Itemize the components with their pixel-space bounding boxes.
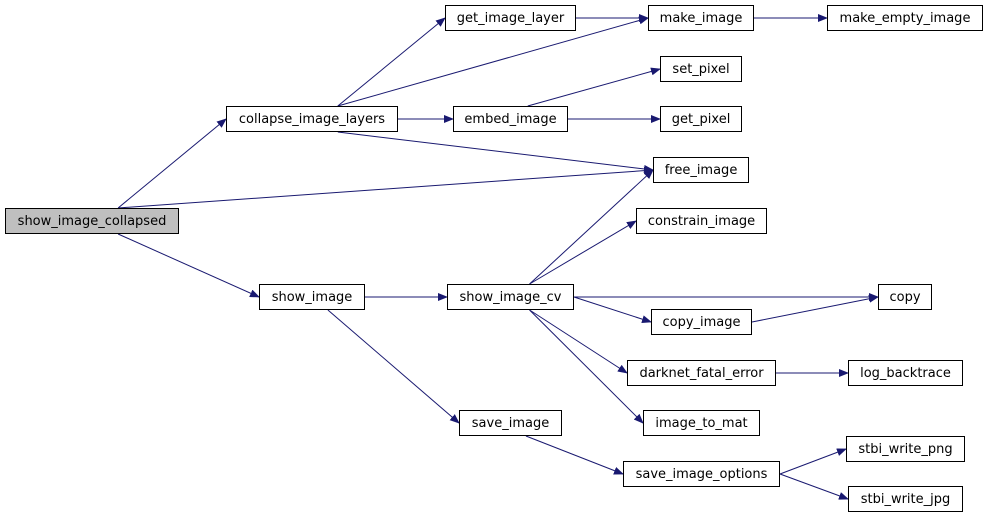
node-embed-image[interactable]: embed_image xyxy=(453,106,568,132)
edge-show-image-cv-to-image-to-mat xyxy=(529,309,644,424)
node-log-backtrace[interactable]: log_backtrace xyxy=(848,360,963,386)
edge-save-image-to-save-image-options xyxy=(525,435,624,475)
edge-show-image-cv-to-constrain-image xyxy=(529,220,637,285)
edge-save-image-options-to-stbi-write-jpg xyxy=(779,473,849,500)
node-stbi-write-png[interactable]: stbi_write_png xyxy=(846,436,965,462)
node-make-empty-image[interactable]: make_empty_image xyxy=(827,5,983,31)
node-get-image-layer[interactable]: get_image_layer xyxy=(445,5,576,31)
node-get-pixel[interactable]: get_pixel xyxy=(660,106,742,132)
edge-collapse-image-layers-to-make-image xyxy=(337,16,649,107)
node-save-image-options[interactable]: save_image_options xyxy=(623,461,780,487)
node-constrain-image[interactable]: constrain_image xyxy=(636,208,767,234)
node-copy-image[interactable]: copy_image xyxy=(651,309,752,335)
edge-show-image-to-save-image xyxy=(327,309,460,424)
edge-show-image-cv-to-copy-image xyxy=(573,296,652,324)
edge-save-image-options-to-stbi-write-png xyxy=(779,448,847,475)
node-show-image-collapsed: show_image_collapsed xyxy=(5,208,179,234)
node-stbi-write-jpg[interactable]: stbi_write_jpg xyxy=(848,486,963,512)
node-set-pixel[interactable]: set_pixel xyxy=(660,56,742,82)
edge-embed-image-to-set-pixel xyxy=(527,67,661,107)
edge-copy-image-to-copy xyxy=(751,294,879,323)
node-save-image[interactable]: save_image xyxy=(459,410,562,436)
edge-collapse-image-layers-to-get-image-layer xyxy=(337,17,446,107)
node-show-image-cv[interactable]: show_image_cv xyxy=(447,284,574,310)
node-darknet-fatal-error[interactable]: darknet_fatal_error xyxy=(627,360,776,386)
edge-show-image-cv-to-free-image xyxy=(529,169,654,285)
node-copy[interactable]: copy xyxy=(878,284,932,310)
edge-collapse-image-layers-to-free-image xyxy=(337,131,654,173)
node-image-to-mat[interactable]: image_to_mat xyxy=(643,410,760,436)
edge-show-image-collapsed-to-free-image xyxy=(118,166,654,209)
edge-show-image-collapsed-to-collapse-image-layers xyxy=(117,118,227,209)
node-collapse-image-layers[interactable]: collapse_image_layers xyxy=(226,106,398,132)
node-free-image[interactable]: free_image xyxy=(653,157,749,183)
edge-show-image-cv-to-darknet-fatal-error xyxy=(529,309,628,374)
node-make-image[interactable]: make_image xyxy=(648,5,754,31)
node-show-image[interactable]: show_image xyxy=(259,284,365,310)
edge-show-image-collapsed-to-show-image xyxy=(117,233,260,298)
